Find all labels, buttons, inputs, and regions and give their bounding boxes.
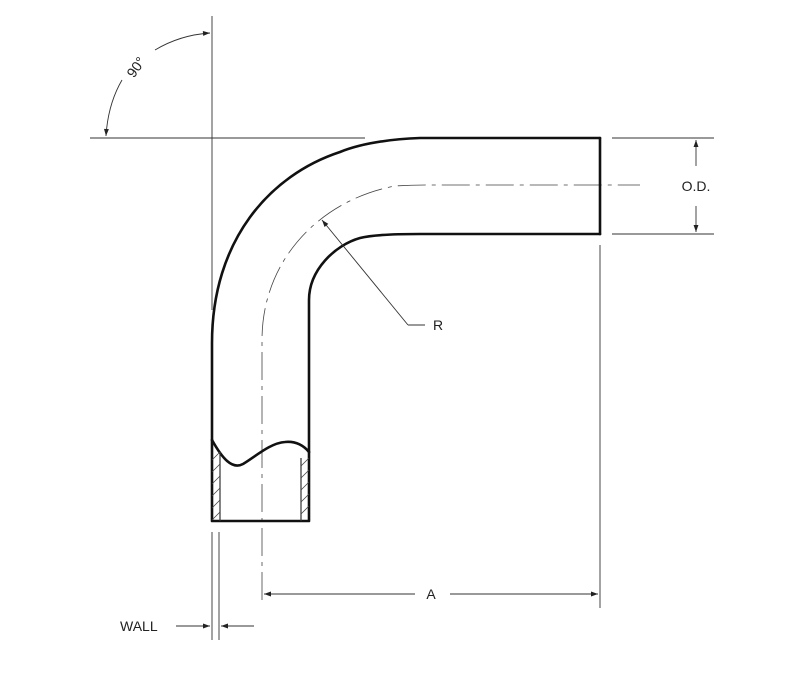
pipe-centerline	[261, 184, 640, 600]
od-label: O.D.	[682, 178, 711, 194]
angle-arc-lower	[103, 79, 123, 137]
radius-label: R	[433, 317, 443, 333]
wall-hatching-right	[300, 457, 310, 515]
break-line	[210, 438, 311, 467]
section-bottom	[210, 438, 311, 523]
wall-label: WALL	[120, 618, 158, 634]
wall-hatching-left	[211, 451, 221, 521]
angle-label: 90°	[123, 54, 148, 81]
a-label: A	[426, 586, 436, 602]
radius-leader	[321, 219, 409, 326]
angle-arc-upper	[154, 31, 211, 51]
pipe-inner-wall	[307, 232, 602, 454]
pipe-outer-wall	[210, 136, 602, 442]
